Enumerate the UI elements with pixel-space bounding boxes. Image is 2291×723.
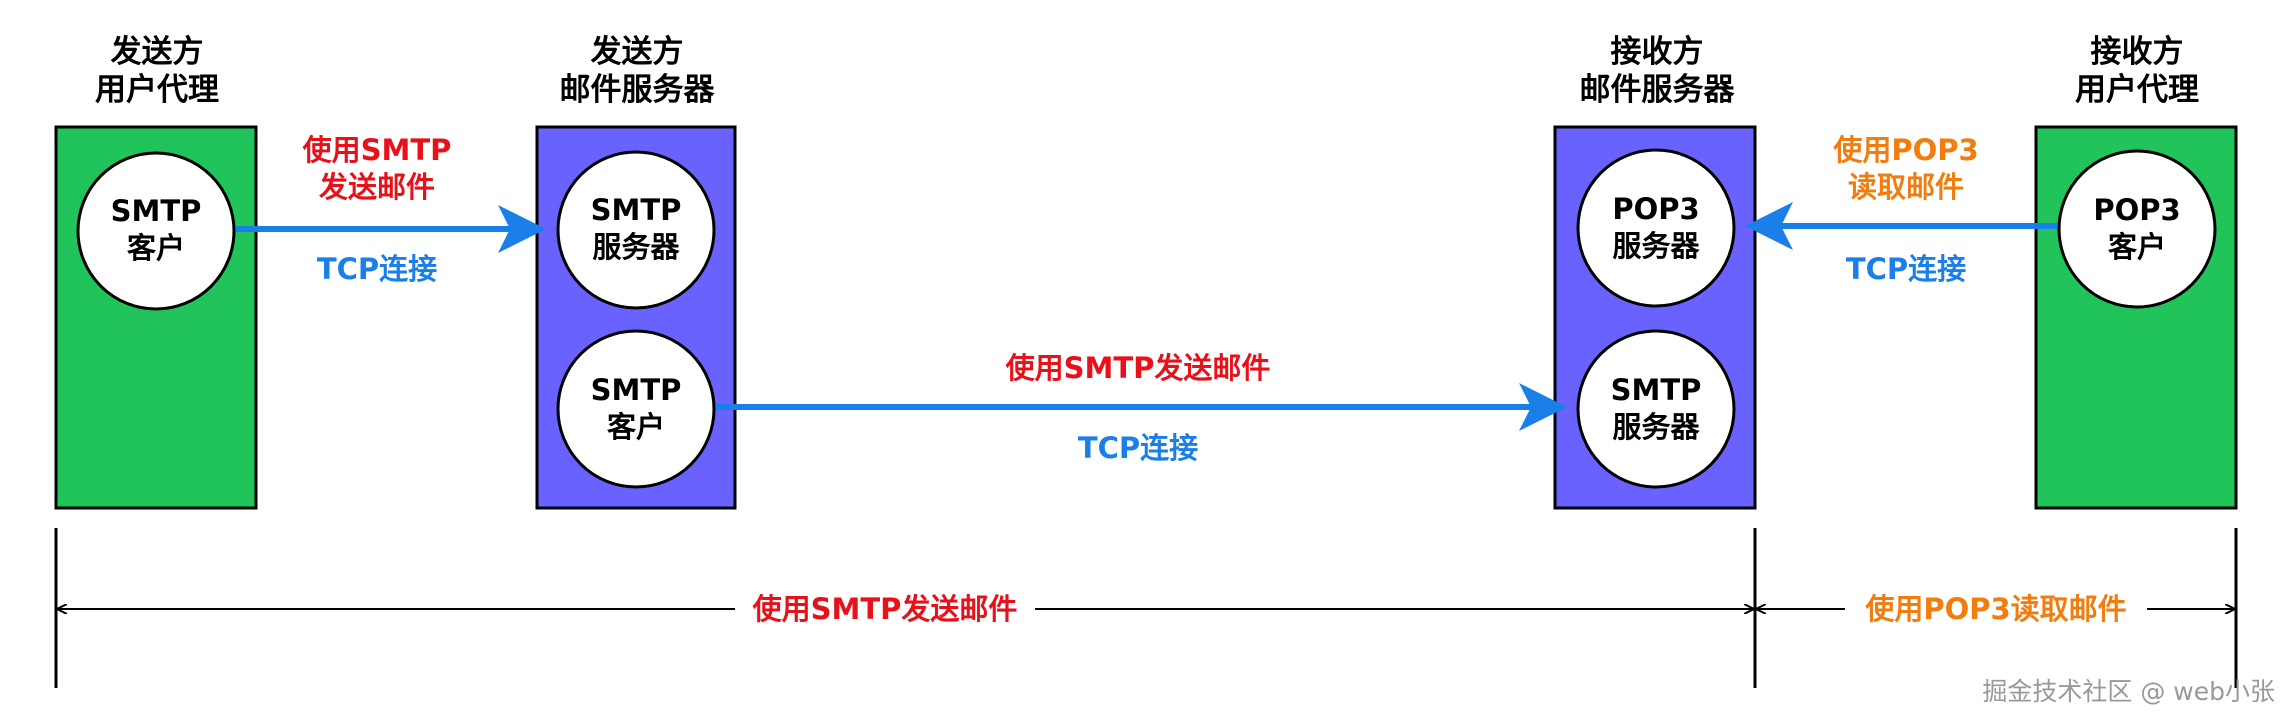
receiver-server-title-2: 邮件服务器: [1580, 72, 1736, 108]
receiver-server-top-line1: POP3: [1612, 192, 1699, 226]
receiver-server-bottom-line2: 服务器: [1612, 410, 1700, 444]
sender-server-group: 发送方 邮件服务器 SMTP 服务器 SMTP 客户: [535, 34, 737, 510]
receiver-server-title-1: 接收方: [1611, 34, 1704, 70]
sender-server-top-line2: 服务器: [592, 230, 680, 264]
agent-send-tcp-label: TCP连接: [317, 252, 437, 286]
receiver-agent-title-1: 接收方: [2091, 34, 2184, 70]
sender-agent-group: 发送方 用户代理 SMTP 客户: [54, 34, 258, 510]
receiver-agent-circle-line2: 客户: [2108, 230, 2166, 264]
sender-agent-title-2: 用户代理: [95, 72, 219, 108]
sender-server-bottom-line1: SMTP: [591, 373, 682, 407]
receiver-server-top-line2: 服务器: [1612, 229, 1700, 263]
relay-label: 使用SMTP发送邮件: [1005, 351, 1271, 385]
smtp-span-label: 使用SMTP发送邮件: [752, 592, 1018, 626]
receiver-server-pop3-server-circle: [1576, 148, 1736, 308]
sender-server-smtp-server-circle: [556, 150, 716, 310]
agent-send-label-1: 使用SMTP: [302, 133, 452, 167]
sender-agent-title-1: 发送方: [110, 34, 204, 70]
pop3-read-label-1: 使用POP3: [1832, 133, 1978, 167]
sender-server-smtp-client-circle: [556, 329, 716, 489]
pop3-read-label-2: 读取邮件: [1848, 170, 1964, 204]
pop3-span-label: 使用POP3读取邮件: [1864, 592, 2126, 626]
sender-agent-circle-line1: SMTP: [111, 194, 202, 228]
sender-server-top-line1: SMTP: [591, 193, 682, 227]
agent-send-label-2: 发送邮件: [318, 170, 435, 204]
sender-server-title-1: 发送方: [590, 34, 684, 70]
sender-server-title-2: 邮件服务器: [560, 72, 716, 108]
receiver-server-group: 接收方 邮件服务器 POP3 服务器 SMTP 服务器: [1553, 34, 1757, 510]
receiver-agent-circle-line1: POP3: [2093, 193, 2180, 227]
watermark-text: 掘金技术社区 @ web小张: [1982, 677, 2275, 706]
receiver-agent-pop3-client-circle: [2057, 149, 2217, 309]
receiver-server-smtp-server-circle: [1576, 329, 1736, 489]
pop3-read-tcp-label: TCP连接: [1846, 252, 1966, 286]
sender-agent-smtp-client-circle: [76, 151, 236, 311]
receiver-agent-group: 接收方 用户代理 POP3 客户: [2034, 34, 2238, 510]
sender-agent-circle-line2: 客户: [127, 231, 185, 265]
sender-server-bottom-line2: 客户: [607, 410, 665, 444]
receiver-server-bottom-line1: SMTP: [1611, 373, 1702, 407]
receiver-agent-title-2: 用户代理: [2075, 72, 2199, 108]
relay-tcp-label: TCP连接: [1078, 431, 1198, 465]
